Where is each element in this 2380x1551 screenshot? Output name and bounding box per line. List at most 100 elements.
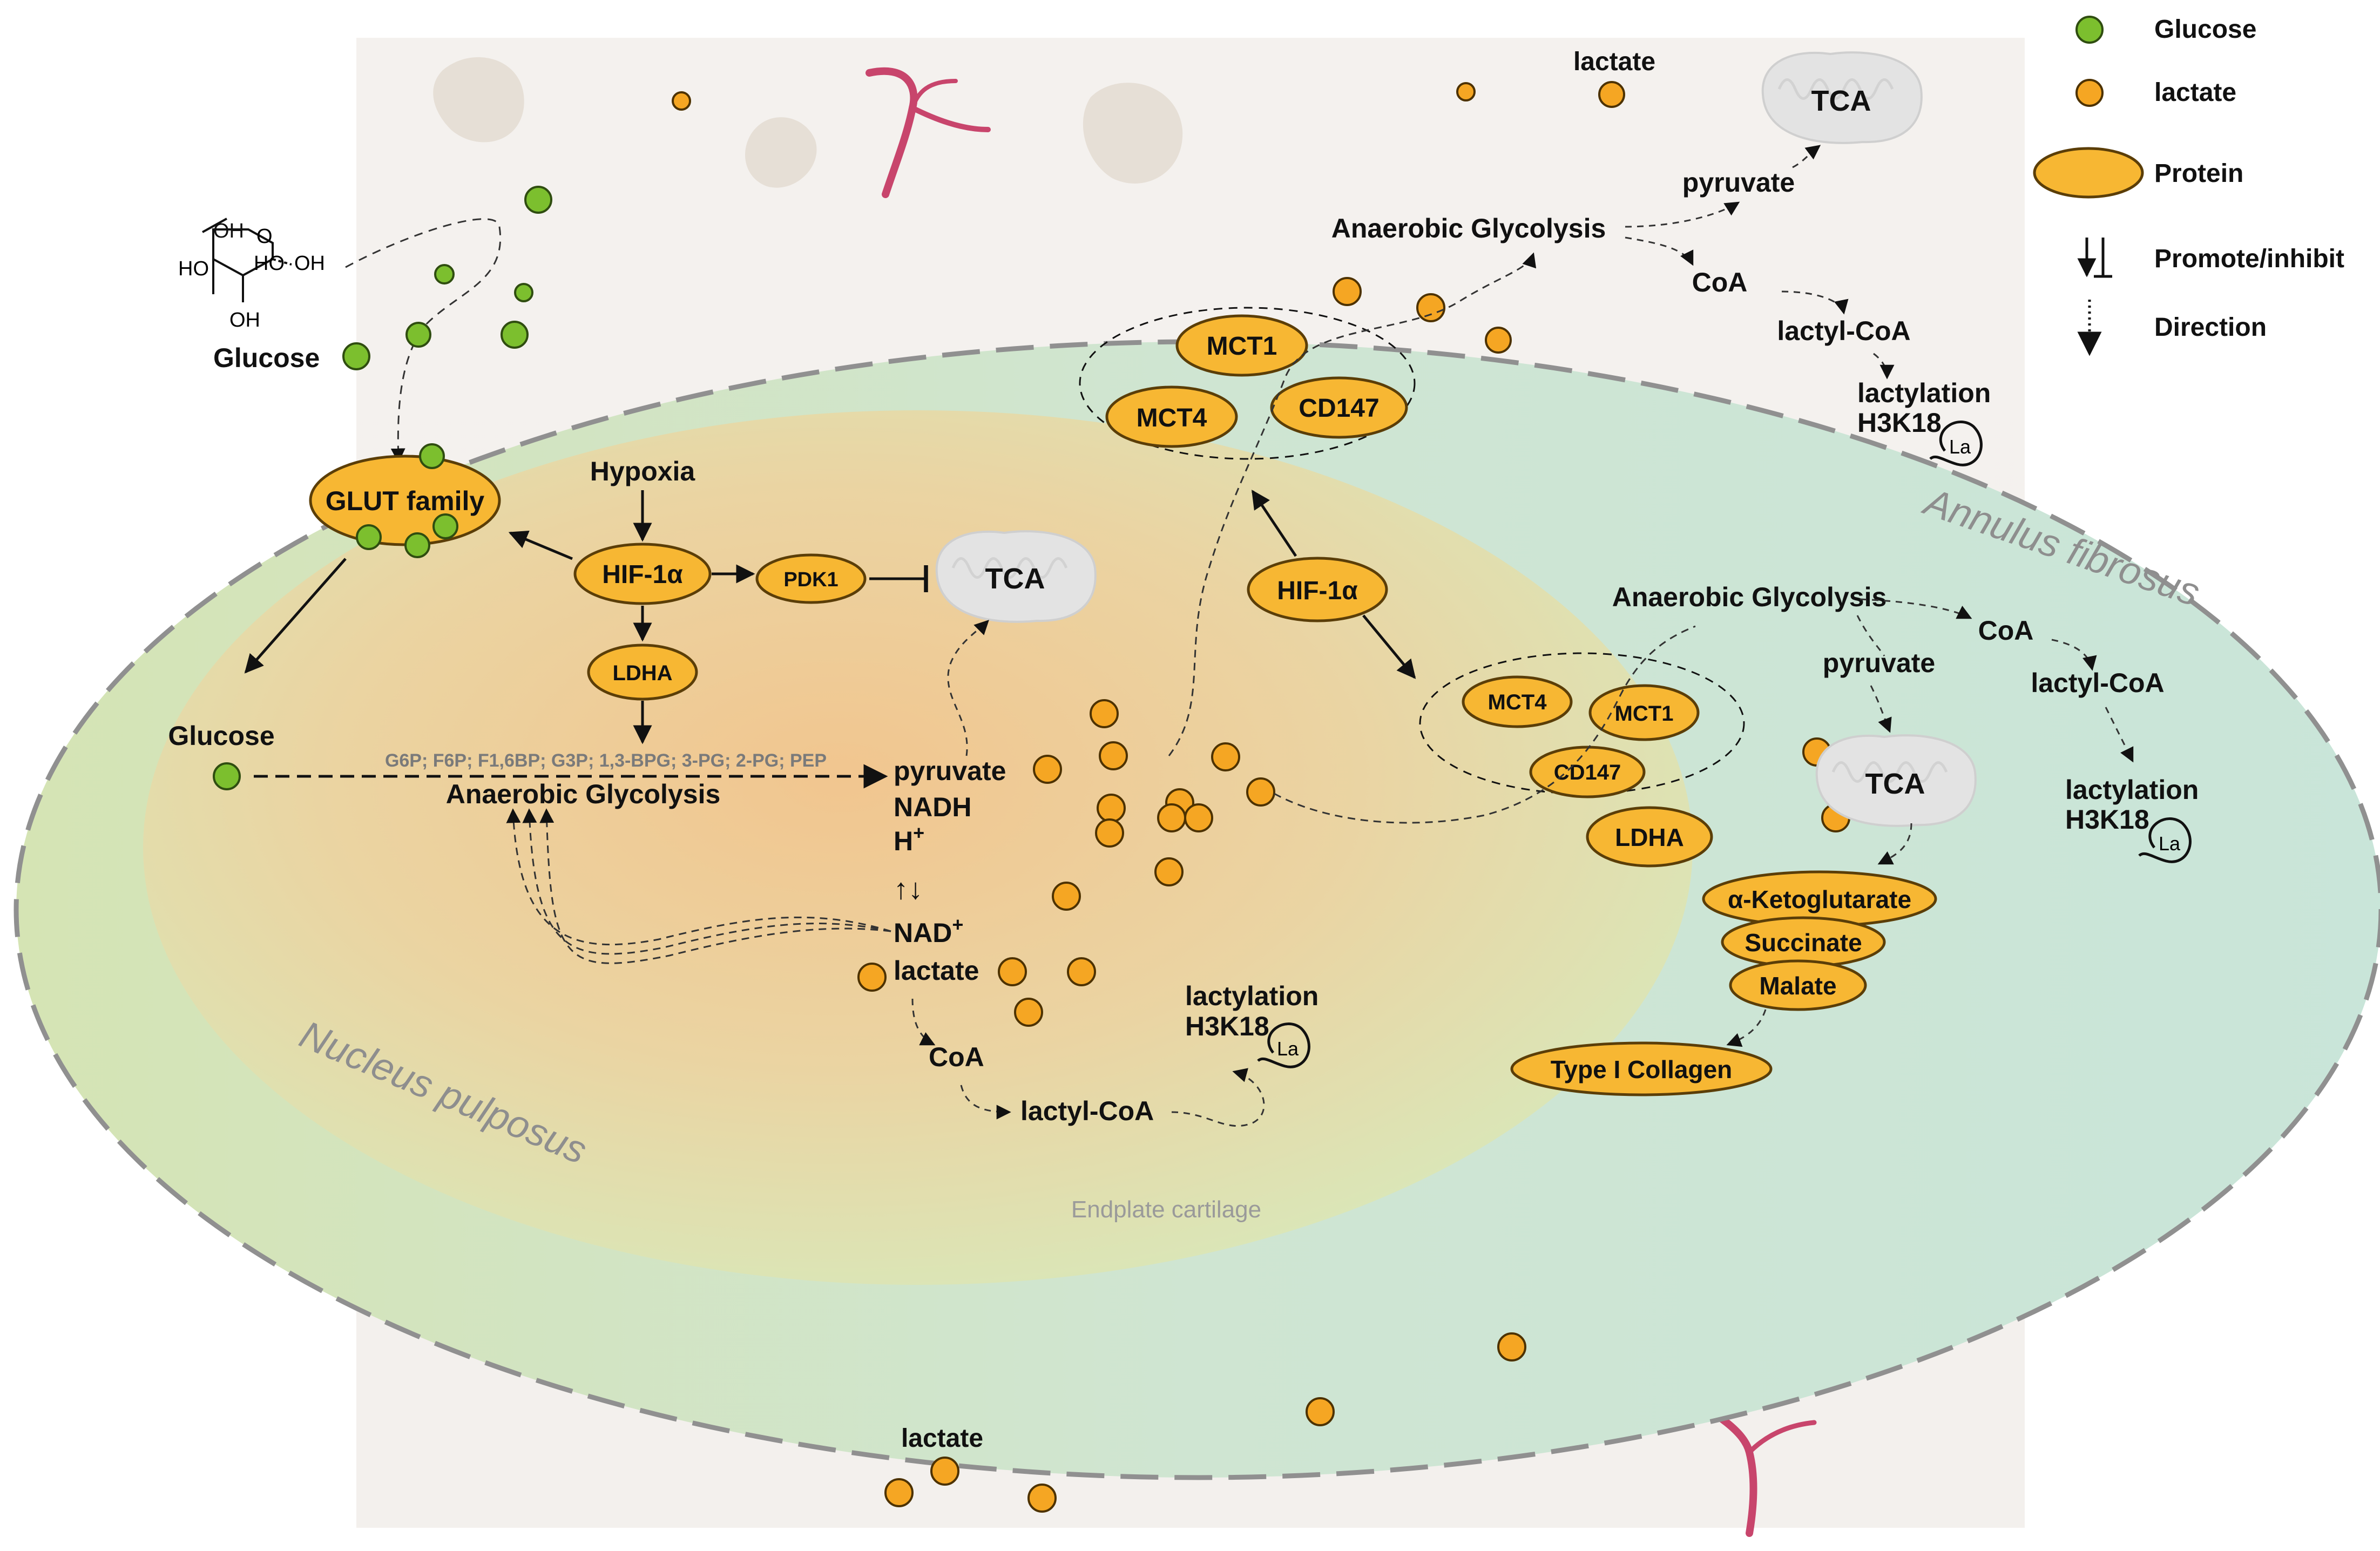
mct1-right-label: MCT1	[1615, 702, 1674, 726]
glut-to-glucose-arrow	[244, 558, 347, 674]
lactylcoa-left-label: lactyl-CoA	[1020, 1096, 1154, 1126]
legend-glucose-swatch	[2075, 16, 2104, 44]
legend: Glucose lactate Protein Promote/inhibit …	[2033, 15, 2344, 356]
hif-right-to-transporters	[1251, 490, 1297, 557]
pdk1-label: PDK1	[783, 568, 838, 591]
hif1a-right-label: HIF-1α	[1277, 577, 1358, 605]
pyruvate-top-label: pyruvate	[1682, 167, 1795, 198]
legend-direction-label: Direction	[2154, 313, 2267, 342]
glut-family-label: GLUT family	[326, 486, 485, 516]
mol-oh-top: OH	[213, 220, 244, 242]
mct4-top-protein	[1105, 385, 1238, 448]
coa-top-label: CoA	[1692, 267, 1748, 297]
pyruvate-right-label: pyruvate	[1823, 648, 1935, 678]
succinate-label: Succinate	[1745, 929, 1862, 957]
h3k18-top-label: H3K18	[1857, 408, 1942, 438]
legend-protein-label: Protein	[2154, 159, 2243, 188]
mol-ho-left: HO	[178, 258, 209, 280]
lactate-to-coa-path	[911, 998, 936, 1046]
lactylation-right-label: lactylation	[2065, 775, 2199, 805]
ldha-left-label: LDHA	[612, 661, 672, 685]
legend-glucose-label: Glucose	[2154, 15, 2256, 44]
hif1a-left-protein	[573, 543, 712, 605]
pyruvate-to-tca-path	[947, 620, 989, 756]
transporter-group-top	[1079, 307, 1416, 460]
cd147-right-protein	[1529, 746, 1646, 798]
mol-ho-mid: HO	[254, 252, 285, 275]
endplate-label: Endplate cartilage	[1071, 1196, 1261, 1223]
glucose-inner-label: Glucose	[168, 721, 274, 751]
cd147-top-label: CD147	[1299, 394, 1379, 423]
svg-text:La: La	[2159, 832, 2181, 855]
hif-to-glut-arrow	[508, 530, 573, 560]
mol-o: O	[256, 225, 273, 248]
tca-left-label: TCA	[985, 563, 1045, 595]
glucose-molecule	[202, 218, 292, 302]
akg-label: α-Ketoglutarate	[1728, 885, 1911, 913]
tca-top-label: TCA	[1811, 85, 1871, 117]
lactate-bottom-label: lactate	[901, 1424, 983, 1453]
anaerobic-right-label: Anaerobic Glycolysis	[1612, 582, 1887, 612]
hif1a-left-label: HIF-1α	[602, 560, 683, 589]
pdk1-protein	[755, 553, 867, 604]
coa-left-label: CoA	[929, 1042, 984, 1072]
lactylcoa-to-lactylation-path	[1171, 1068, 1265, 1127]
mol-oh-right: OH	[294, 252, 325, 275]
malate-to-collagen-path	[1726, 1009, 1767, 1047]
nad-label: NAD+	[894, 913, 963, 948]
ldha-right-protein	[1586, 806, 1713, 868]
nucleus-pulposus	[143, 410, 1693, 1285]
nadh-label: NADH	[894, 792, 971, 822]
malate-protein	[1729, 959, 1867, 1011]
redox-arrows: ↑↓	[894, 873, 923, 905]
lactylation-top-label: lactylation	[1857, 378, 1991, 408]
glycolysis-intermediates: G6P; F6P; F1,6BP; G3P; 1,3-BPG; 3-PG; 2-…	[385, 750, 827, 771]
collagen-label: Type I Collagen	[1551, 1055, 1733, 1083]
la-top-icon: La	[1929, 421, 1983, 466]
mct1-right-protein	[1588, 684, 1700, 741]
mol-oh-bottom: OH	[229, 309, 260, 331]
anaerobic-left-label: Anaerobic Glycolysis	[446, 779, 721, 809]
lactate-export-path	[1168, 252, 1537, 756]
legend-protein-swatch	[2033, 147, 2144, 199]
malate-label: Malate	[1759, 972, 1836, 1000]
h3k18-left-label: H3K18	[1185, 1011, 1269, 1041]
h3k18-right-label: H3K18	[2065, 804, 2149, 835]
cd147-right-label: CD147	[1554, 761, 1621, 784]
svg-text:La: La	[1277, 1038, 1299, 1060]
top-coa-to-lactylcoa	[1781, 290, 1849, 315]
top-lactylcoa-to-lactylation	[1873, 353, 1895, 380]
right-coa-to-lactylcoa	[2051, 639, 2097, 671]
ldha-right-label: LDHA	[1615, 823, 1684, 851]
lactate-top-label: lactate	[1573, 48, 1655, 76]
tca-right-label: TCA	[1865, 768, 1925, 800]
lactate-left-label: lactate	[894, 956, 979, 986]
pyruvate-left-label: pyruvate	[894, 756, 1006, 786]
legend-lactate-swatch	[2075, 79, 2104, 107]
mct1-top-protein	[1175, 314, 1308, 377]
lactate-dots	[672, 81, 1850, 1513]
blood-vessel-top	[866, 67, 991, 198]
glucose-inner-dot	[213, 762, 241, 790]
la-right-icon: La	[2138, 817, 2192, 863]
cd147-top-protein	[1270, 376, 1408, 439]
coa-right-label: CoA	[1978, 615, 2034, 646]
anaerobic-top-label: Anaerobic Glycolysis	[1331, 213, 1606, 243]
glucose-dots-outside	[342, 186, 552, 370]
h-label: H+	[894, 822, 924, 856]
top-pyruvate-to-tca	[1792, 145, 1821, 168]
la-left-icon: La	[1257, 1022, 1310, 1068]
legend-lactate-label: lactate	[2154, 78, 2236, 107]
mct4-right-label: MCT4	[1488, 690, 1547, 714]
collagen-protein	[1510, 1041, 1773, 1096]
top-glycolysis-to-pyruvate	[1625, 201, 1740, 228]
nad-feedback-arrows	[506, 808, 891, 964]
mct1-top-label: MCT1	[1207, 332, 1277, 361]
right-glycolysis-to-pyruvate	[1856, 615, 1885, 656]
hif-right-to-mct	[1362, 614, 1416, 679]
lactate-import-path	[1274, 625, 1696, 824]
legend-promote-label: Promote/inhibit	[2154, 245, 2344, 273]
coa-to-lactylcoa-path	[960, 1085, 1011, 1120]
